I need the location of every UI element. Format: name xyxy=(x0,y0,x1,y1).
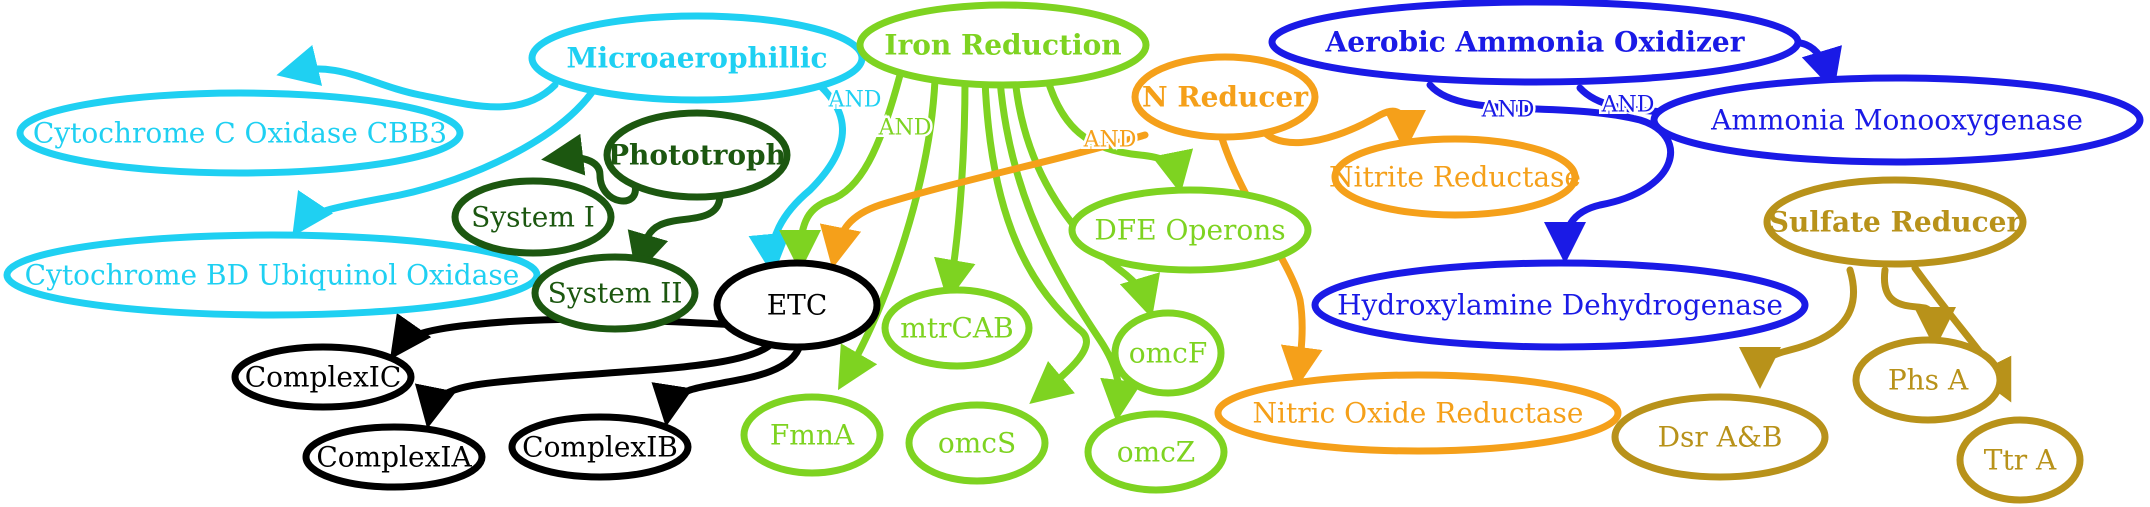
edge-iron-to-fmna xyxy=(838,76,939,391)
node-label: Phototroph xyxy=(608,139,786,172)
and-label-ammonia-1: AND xyxy=(1481,98,1535,123)
node-cytochrome-c-oxidase-cbb3: Cytochrome C Oxidase CBB3 xyxy=(16,89,464,177)
node-label: Phs A xyxy=(1888,364,1969,397)
edge-micro-to-etc xyxy=(748,66,846,276)
and-label-ammonia-2: AND xyxy=(1601,93,1655,118)
node-label: ComplexIC xyxy=(245,361,402,394)
node-phototroph: Phototroph xyxy=(603,109,791,201)
node-omcf: omcF xyxy=(1111,309,1225,397)
node-label: ETC xyxy=(767,289,828,322)
node-omcz: omcZ xyxy=(1084,410,1228,494)
node-complex-ib: ComplexIB xyxy=(508,413,692,481)
and-label-iron-reduction: AND xyxy=(878,116,932,141)
node-etc: ETC xyxy=(713,259,881,351)
edge-etc-to-complex-ib xyxy=(651,341,804,427)
node-label: Sulfate Reducer xyxy=(1769,206,2023,239)
node-nitrite-reductase: Nitrite Reductase xyxy=(1329,135,1581,219)
node-iron-reduction: Iron Reduction xyxy=(856,1,1150,89)
edge-iron-to-omcs xyxy=(981,76,1090,404)
node-ammonia-monooxygenase: Ammonia Monooxygenase xyxy=(1650,74,2144,166)
node-mtrcab: mtrCAB xyxy=(881,286,1033,370)
node-label: N Reducer xyxy=(1142,81,1309,114)
edge-nred-to-etc xyxy=(819,131,1149,269)
node-dsr-ab: Dsr A&B xyxy=(1611,393,1829,481)
edges-phototroph xyxy=(541,133,724,276)
node-label: Ttr A xyxy=(1984,444,2057,477)
node-ttr-a: Ttr A xyxy=(1956,416,2084,504)
node-label: ComplexIB xyxy=(522,431,678,464)
node-label: omcF xyxy=(1129,337,1208,370)
edge-nred-to-nitric xyxy=(1216,128,1323,389)
node-complex-ic: ComplexIC xyxy=(231,343,415,411)
edges-n-reducer xyxy=(819,107,1426,389)
edge-micro-to-bd xyxy=(292,84,599,237)
edge-micro-to-cbb3 xyxy=(276,45,559,111)
edge-photo-to-system-i xyxy=(541,133,639,205)
edge-photo-to-system-ii xyxy=(627,191,724,276)
edge-sulfate-to-dsr xyxy=(1739,266,1858,389)
node-label: DFE Operons xyxy=(1094,214,1285,247)
node-cytochrome-bd-ubiquinol-oxidase: Cytochrome BD Ubiquinol Oxidase xyxy=(3,231,541,319)
node-label: ComplexIA xyxy=(316,441,472,474)
node-fmna: FmnA xyxy=(740,393,884,477)
edge-sulfate-to-phs xyxy=(1881,266,1956,349)
node-dfe-operons: DFE Operons xyxy=(1068,186,1312,274)
node-label: omcS xyxy=(938,427,1016,460)
node-label: Aerobic Ammonia Oxidizer xyxy=(1325,26,1746,59)
edges-microaerophillic xyxy=(276,45,846,276)
node-n-reducer: N Reducer xyxy=(1131,53,1319,141)
edge-iron-to-dfe xyxy=(1041,66,1194,194)
and-label-n-reducer: AND xyxy=(1083,128,1137,153)
node-label: System I xyxy=(471,201,595,234)
node-label: Nitric Oxide Reductase xyxy=(1253,397,1584,430)
node-label: Hydroxylamine Dehydrogenase xyxy=(1337,289,1783,322)
node-label: Dsr A&B xyxy=(1658,421,1783,454)
node-system-i: System I xyxy=(451,177,615,257)
node-system-ii: System II xyxy=(531,253,699,333)
node-label: Nitrite Reductase xyxy=(1329,161,1581,194)
node-label: Cytochrome BD Ubiquinol Oxidase xyxy=(25,259,520,292)
node-label: Ammonia Monooxygenase xyxy=(1710,104,2083,137)
node-label: Microaerophillic xyxy=(566,42,827,75)
and-label-microaerophillic: AND xyxy=(828,88,882,113)
edge-amm-to-hydroxylamine xyxy=(1426,81,1674,264)
node-label: mtrCAB xyxy=(900,312,1013,345)
edge-nred-to-nitrite xyxy=(1256,107,1426,152)
edge-etc-to-complex-ia xyxy=(414,341,774,429)
node-label: omcZ xyxy=(1117,436,1196,469)
node-label: Cytochrome C Oxidase CBB3 xyxy=(33,117,447,150)
node-phs-a: Phs A xyxy=(1852,336,2004,424)
edge-iron-to-omcz xyxy=(996,76,1142,422)
node-label: Iron Reduction xyxy=(884,29,1121,62)
node-sulfate-reducer: Sulfate Reducer xyxy=(1763,176,2027,268)
node-complex-ia: ComplexIA xyxy=(302,423,486,491)
edge-iron-to-etc xyxy=(779,71,904,272)
edge-iron-to-omcf xyxy=(1011,74,1161,319)
node-hydroxylamine-dehydrogenase: Hydroxylamine Dehydrogenase xyxy=(1311,259,1809,351)
node-nitric-oxide-reductase: Nitric Oxide Reductase xyxy=(1214,371,1622,455)
node-label: System II xyxy=(548,277,683,310)
node-microaerophillic: Microaerophillic xyxy=(528,12,866,104)
node-aerobic-ammonia-oxidizer: Aerobic Ammonia Oxidizer xyxy=(1268,0,1802,86)
edge-iron-to-mtrcab xyxy=(934,76,976,302)
node-omcs: omcS xyxy=(905,401,1049,485)
node-label: FmnA xyxy=(770,419,855,452)
